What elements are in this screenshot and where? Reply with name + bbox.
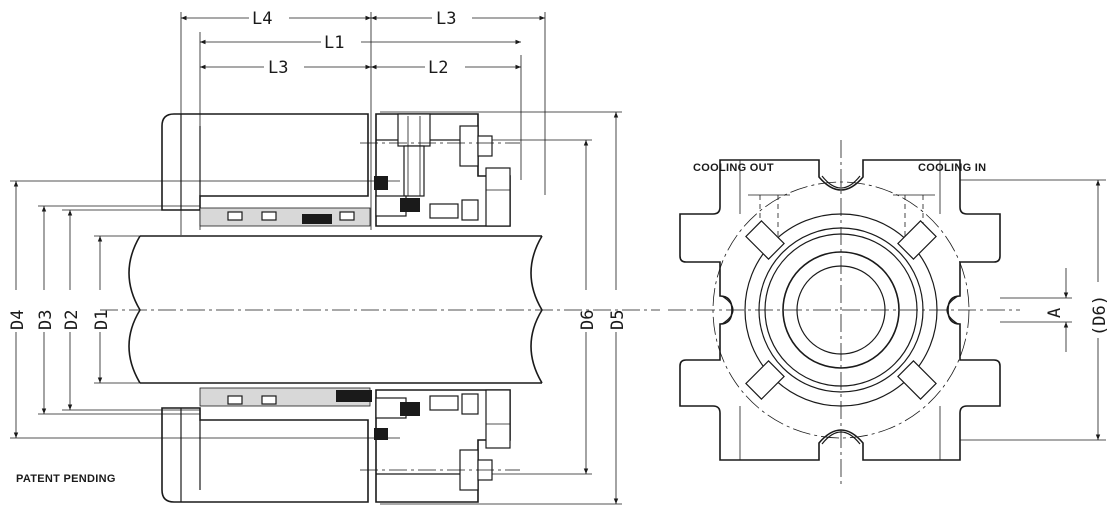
shaft [128,235,543,384]
dimension-labels-top: L4 L3 L1 L3 L2 [249,8,472,78]
dim-D3: D3 [36,310,56,330]
gland-flange-outline [679,159,1001,461]
dimension-lines-right: D6 D5 [576,112,628,504]
dim-L3-bottom: L3 [268,58,288,78]
cooling-out-label: COOLING OUT [693,162,774,174]
dim-D2: D2 [62,310,82,330]
dimension-labels-left: D4 D3 D2 D1 [6,290,112,332]
dim-A: A [1045,308,1065,318]
dim-L3-top: L3 [436,9,456,29]
dim-D6-end: (D6) [1090,295,1110,336]
dim-L1: L1 [324,33,344,53]
seal-internals-upper [199,176,479,227]
seal-internals-lower [199,387,479,440]
dimension-lines-left [13,181,103,438]
dim-D4: D4 [8,310,28,330]
dim-L4: L4 [252,9,272,29]
dim-L2: L2 [428,58,448,78]
gland-upper [161,113,511,227]
dim-D6-end-group: (D6) [960,179,1110,441]
drive-clips [745,220,937,400]
cooling-ports [748,194,935,236]
dimension-lines-top [181,15,545,70]
dim-A-group: A [1000,268,1072,352]
end-view: COOLING OUT COOLING IN A (D6) [668,140,1110,486]
dim-D1: D1 [92,310,112,330]
side-view: L4 L3 L1 L3 L2 [6,8,660,505]
patent-note: PATENT PENDING [16,473,116,485]
extension-lines-right [380,111,622,505]
dim-D5: D5 [608,310,628,330]
cooling-in-label: COOLING IN [918,162,986,174]
dim-D6: D6 [578,310,598,330]
extension-lines-left [10,180,400,439]
